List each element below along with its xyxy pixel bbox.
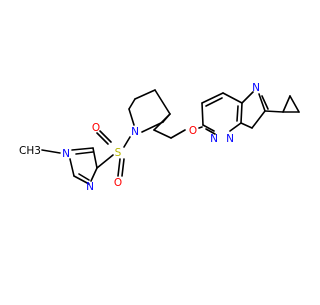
bonds [41,89,300,185]
pyridazine-n1-label: N [210,133,218,145]
ether-oxygen-label: O [189,125,197,137]
sulfur-label: S [115,147,122,159]
imidazole-n-methyl-label: N [62,148,70,160]
sulfonyl-oxygen-top-label: O [92,122,100,134]
methyl-label: CH3 [19,145,41,157]
atom-labels: N N S O O N O N N N CH3 [19,82,260,193]
sulfonyl-oxygen-bottom-label: O [114,177,122,189]
structure-svg: N N S O O N O N N N CH3 [19,82,300,193]
molecule-structure: N N S O O N O N N N CH3 [19,82,300,193]
imidazole-n3-label: N [86,181,94,193]
imidazo-nitrogen-label: N [252,82,260,94]
pyridazine-n2-label: N [226,133,234,145]
piperidine-nitrogen-label: N [131,126,139,138]
